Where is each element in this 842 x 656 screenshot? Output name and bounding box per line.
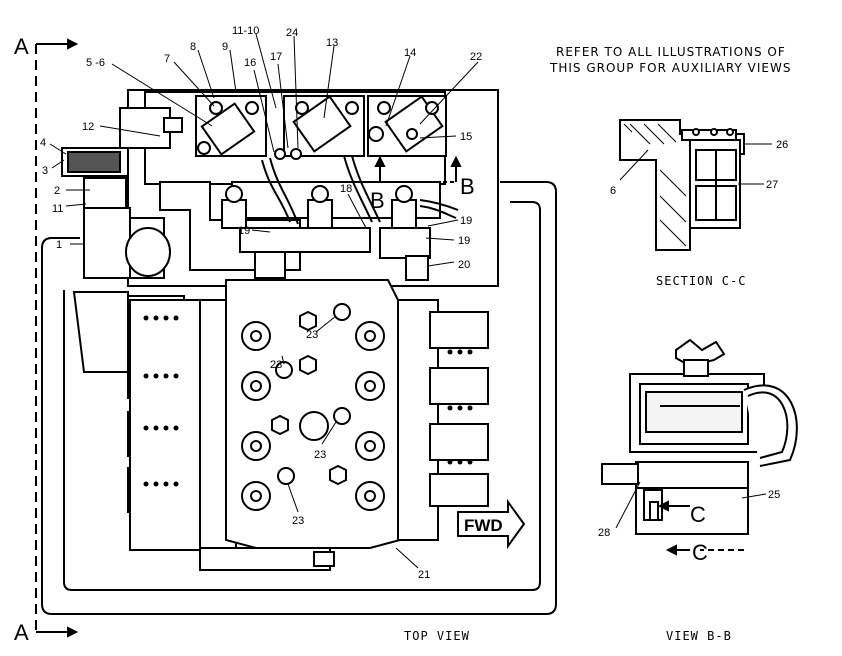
view-b-b	[601, 338, 798, 535]
caption-top-view: TOP VIEW	[404, 629, 470, 643]
forward-arrow-label: FWD	[464, 516, 503, 535]
section-c-c-view	[619, 119, 745, 251]
section-b-arrows	[374, 155, 462, 183]
callout-14: 14	[404, 47, 416, 59]
callout-13: 13	[326, 37, 338, 49]
callout-5-6: 5 -6	[86, 57, 105, 69]
valve-bank-fittings	[241, 303, 385, 511]
spool-plugs	[143, 315, 473, 487]
section-letter-b-right: B	[460, 174, 475, 199]
view-b-b-section-arrows	[657, 500, 744, 556]
callout-21: 21	[418, 569, 430, 581]
callout-27: 27	[766, 179, 778, 191]
callout-12: 12	[82, 121, 94, 133]
callout-20: 20	[458, 259, 470, 271]
forward-arrow-icon: FWD	[457, 498, 526, 550]
callout-11: 11	[52, 203, 63, 215]
callout-24: 24	[286, 27, 298, 39]
callout-3: 3	[42, 165, 48, 177]
callout-19-right-lower: 19	[458, 235, 470, 247]
callout-26: 26	[776, 139, 788, 151]
callout-25: 25	[768, 489, 780, 501]
callout-9: 9	[222, 41, 228, 53]
callout-16: 16	[244, 57, 256, 69]
callout-19-right-upper: 19	[460, 215, 472, 227]
callout-11-10: 11-10	[232, 25, 259, 37]
caption-view-b-b: VIEW B-B	[666, 629, 732, 643]
view-b-b-leaders	[615, 481, 767, 529]
callout-8: 8	[190, 41, 196, 53]
callout-23-top: 23	[306, 329, 318, 341]
callout-23-bottom: 23	[292, 515, 304, 527]
solenoid-wiring	[261, 155, 459, 225]
callout-15: 15	[460, 131, 472, 143]
section-letter-c-upper: C	[690, 502, 706, 527]
control-valve-bank	[72, 279, 489, 571]
callout-23-third: 23	[314, 449, 326, 461]
callout-2: 2	[54, 185, 60, 197]
note-line-1: REFER TO ALL ILLUSTRATIONS OF	[556, 45, 786, 59]
solenoid-heads	[195, 95, 447, 160]
callout-18: 18	[340, 183, 352, 195]
callout-labels: 1 2 3 4 5 -6 7 8 9 11-10 11 12 13 14 15 …	[40, 25, 482, 581]
section-line-a-a	[35, 38, 79, 638]
caption-section-c-c: SECTION C-C	[656, 274, 746, 288]
section-letter-c-lower: C	[692, 540, 708, 565]
callout-23-second: 23	[270, 359, 282, 371]
callout-6: 6	[610, 185, 616, 197]
callout-leaders	[49, 33, 479, 569]
section-letter-a-top: A	[14, 34, 29, 59]
callout-28: 28	[598, 527, 610, 539]
callout-19-left: 19	[238, 225, 250, 237]
section-letter-b-left: B	[370, 188, 385, 213]
callout-17: 17	[270, 51, 282, 63]
hose-loop	[41, 181, 557, 615]
callout-4: 4	[40, 137, 46, 149]
section-c-c-leaders	[619, 143, 772, 185]
note-line-2: THIS GROUP FOR AUXILIARY VIEWS	[549, 61, 791, 75]
callout-7: 7	[164, 53, 170, 65]
section-letter-a-bottom: A	[14, 620, 29, 645]
callout-22: 22	[470, 51, 482, 63]
callout-1: 1	[56, 239, 62, 251]
